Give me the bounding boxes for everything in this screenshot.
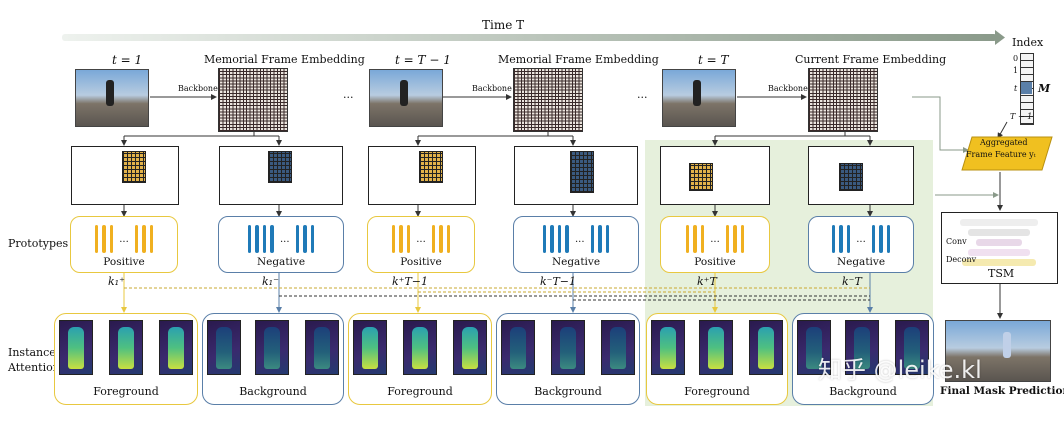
key-neg-3: k⁻T <box>842 275 862 288</box>
tsm-deconv-label: Deconv <box>946 255 977 264</box>
final-mask-label: Final Mask Prediction <box>940 385 1064 397</box>
prototype-negative-2: ... Negative <box>513 216 639 273</box>
prototype-positive-1: ... Positive <box>70 216 178 273</box>
row-label-attention: Attention <box>8 361 60 374</box>
prototype-positive-2: ... Positive <box>367 216 475 273</box>
attention-label: Foreground <box>387 385 453 398</box>
input-frame-1 <box>75 69 149 127</box>
time-axis-bar <box>62 34 997 41</box>
index-selected-cell <box>1021 82 1032 94</box>
key-pos-2: k⁺T−1 <box>392 275 429 288</box>
ellipsis-top-1: ... <box>343 88 354 101</box>
prototype-label: Negative <box>551 256 601 268</box>
feature-box-pos-1 <box>71 146 179 205</box>
backbone-label-3: Backbone <box>768 84 808 93</box>
index-title: Index <box>1012 36 1044 49</box>
key-neg-2: k⁻T−1 <box>540 275 577 288</box>
time-axis-arrow <box>995 30 1005 45</box>
key-neg-1: k₁⁻ <box>262 275 279 288</box>
index-tick-0: 0 <box>1013 54 1019 63</box>
row-label-prototypes: Prototypes <box>8 237 69 250</box>
aggregated-feature-shape <box>961 136 1053 171</box>
feature-box-neg-3 <box>808 146 914 205</box>
memorial-embedding-grid-1 <box>218 68 288 132</box>
attention-label: Foreground <box>684 385 750 398</box>
tsm-conv-label: Conv <box>946 237 967 246</box>
row-label-instance: Instance <box>8 346 56 359</box>
frame-label-1: t = 1 <box>112 53 143 67</box>
key-pos-3: k⁺T <box>697 275 717 288</box>
ellipsis-top-2: ... <box>637 88 648 101</box>
prototype-negative-3: ... Negative <box>808 216 914 273</box>
feature-box-pos-2 <box>368 146 476 205</box>
attention-foreground-3: Foreground <box>646 313 788 405</box>
prototype-positive-3: ... Positive <box>660 216 770 273</box>
aggregated-label-2: Frame Feature yₜ <box>966 150 1036 159</box>
attention-label: Background <box>829 385 897 398</box>
embedding-label-3: Current Frame Embedding <box>795 53 947 66</box>
frame-label-3: t = T <box>698 53 729 67</box>
attention-background-3: Background <box>792 313 934 405</box>
watermark: 知乎 @leike.kl <box>818 356 982 384</box>
input-frame-2 <box>369 69 443 127</box>
current-embedding-grid <box>808 68 878 132</box>
index-tick-1: 1 <box>1013 66 1019 75</box>
backbone-label-2: Backbone <box>472 84 512 93</box>
attention-foreground-1: Foreground <box>54 313 198 405</box>
feature-box-neg-2 <box>514 146 638 205</box>
prototype-label: Negative <box>836 256 886 268</box>
prototype-label: Positive <box>694 256 736 268</box>
index-tick-tm1: T − 1 <box>1010 112 1033 121</box>
attention-background-2: Background <box>496 313 640 405</box>
prototype-label: Positive <box>400 256 442 268</box>
prototype-negative-1: ... Negative <box>218 216 344 273</box>
index-tick-t: t <box>1014 84 1018 93</box>
aggregated-label-1: Aggregated <box>980 138 1028 147</box>
prototype-label: Positive <box>103 256 145 268</box>
backbone-label-1: Backbone <box>178 84 218 93</box>
prototype-label: Negative <box>256 256 306 268</box>
attention-background-1: Background <box>202 313 344 405</box>
final-mask-image <box>945 320 1051 382</box>
frame-label-2: t = T − 1 <box>395 53 451 67</box>
input-frame-3 <box>662 69 736 127</box>
memory-matrix-label: M <box>1038 82 1051 95</box>
attention-foreground-2: Foreground <box>348 313 492 405</box>
embedding-label-1: Memorial Frame Embedding <box>204 53 365 66</box>
tsm-box: Conv Deconv TSM <box>941 212 1058 284</box>
embedding-label-2: Memorial Frame Embedding <box>498 53 659 66</box>
attention-label: Foreground <box>93 385 159 398</box>
time-axis-label: Time T <box>482 18 525 32</box>
attention-label: Background <box>239 385 307 398</box>
attention-label: Background <box>534 385 602 398</box>
feature-box-pos-3 <box>660 146 770 205</box>
key-pos-1: k₁⁺ <box>108 275 125 288</box>
feature-box-neg-1 <box>219 146 343 205</box>
memorial-embedding-grid-2 <box>513 68 583 132</box>
tsm-label: TSM <box>988 267 1015 280</box>
